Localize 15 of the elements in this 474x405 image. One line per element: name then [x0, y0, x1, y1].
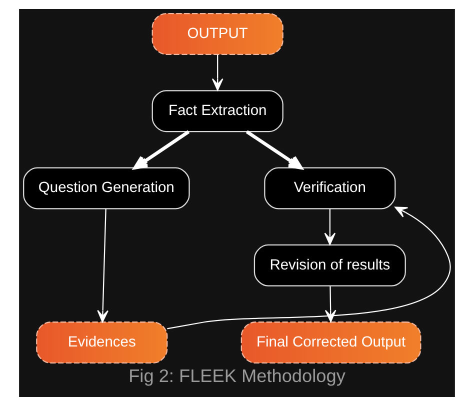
arrow	[97, 208, 108, 322]
arrow	[167, 206, 451, 329]
arrow	[324, 286, 336, 322]
node-box: OUTPUT	[152, 12, 284, 54]
node-box: Final Corrected Output	[240, 321, 422, 364]
caption: Fig 2: FLEEK Methodology	[128, 366, 346, 386]
arrow	[212, 54, 224, 90]
node-box: Verification	[264, 166, 396, 209]
node-box: Question Generation	[23, 166, 190, 209]
node-box: Fact Extraction	[152, 90, 284, 132]
node-box: Evidences	[36, 321, 168, 364]
node-box: Revision of results	[254, 244, 406, 286]
arrow	[246, 130, 303, 169]
arrow	[324, 208, 336, 245]
arrow	[133, 130, 190, 169]
